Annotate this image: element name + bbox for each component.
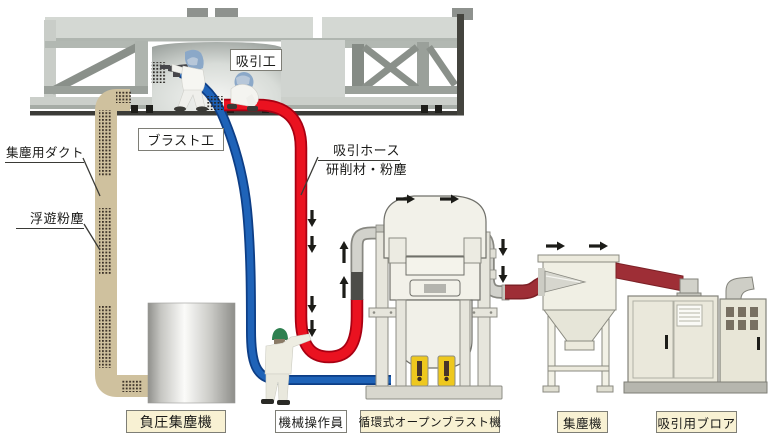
flow-arrow-right [396, 194, 415, 204]
abrasive-valves [410, 355, 456, 387]
flow-arrow-down [498, 239, 508, 256]
leader-lines [82, 156, 319, 251]
blast-worker-figure [151, 49, 208, 112]
flow-arrow-up [339, 276, 349, 298]
flow-arrow-up [339, 241, 349, 263]
flow-arrows [307, 194, 608, 337]
label-floating-dust: 浮遊粉塵 [16, 208, 84, 229]
flow-arrow-down [498, 266, 508, 283]
label-dust-collector: 集塵機 [557, 411, 608, 433]
label-suction-hose: 吸引ホース [318, 140, 400, 161]
blast-machine [365, 195, 549, 400]
hopper-outlet-duct [615, 262, 684, 292]
label-suction-worker: 吸引工 [230, 49, 282, 71]
flow-arrow-right [546, 241, 565, 251]
leader-line [82, 157, 101, 197]
flow-arrow-down [307, 236, 317, 253]
dust-collection-duct [95, 89, 152, 397]
suction-blower-unit [623, 276, 768, 394]
vacuum-dust-collector-tank [147, 302, 236, 404]
flow-arrow-right [589, 241, 608, 251]
label-blast-machine: 循環式オープンブラスト機 [359, 410, 501, 433]
flow-arrow-right [440, 194, 459, 204]
leader-line [300, 156, 319, 196]
flow-arrow-down [307, 296, 317, 313]
label-vacuum-dust-collector: 負圧集塵機 [126, 410, 226, 433]
leader-line [83, 223, 101, 251]
flow-arrow-down [307, 320, 317, 337]
louver-vent [676, 304, 703, 327]
vent-grid [726, 307, 758, 330]
machine-operator-figure [261, 328, 312, 405]
suction-worker-figure [206, 72, 259, 111]
label-blast-worker: ブラスト工 [138, 128, 224, 151]
label-suction-blower: 吸引用ブロア [656, 411, 737, 433]
flow-arrow-down [307, 210, 317, 227]
label-suction-hose-sub: 研削材・粉塵 [326, 162, 408, 177]
return-air-duct [505, 275, 549, 300]
exhaust-stack [725, 276, 755, 301]
label-dust-duct: 集塵用ダクト [5, 142, 84, 163]
dust-collector-hopper [537, 254, 684, 393]
label-machine-operator: 機械操作員 [275, 410, 347, 433]
